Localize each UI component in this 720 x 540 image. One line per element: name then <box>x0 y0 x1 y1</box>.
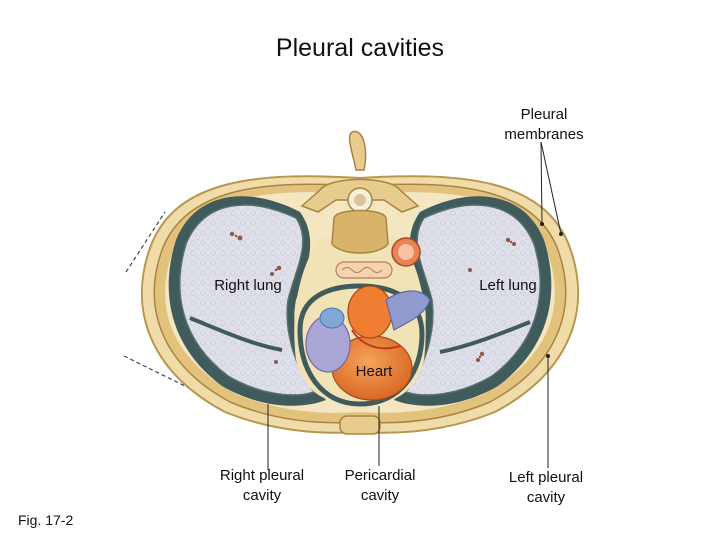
label-pleural-membranes: Pleural membranes <box>504 106 584 143</box>
pericardium <box>297 283 425 407</box>
leader-pleural-membranes-1 <box>540 141 543 225</box>
label-right-lung: Right lung <box>214 277 282 294</box>
label-left-pleural-cavity: Left pleural cavity <box>508 469 584 506</box>
right-lung <box>179 204 316 396</box>
leader-pleural-membranes-2 <box>540 141 562 235</box>
diagram-title: Pleural cavities <box>275 34 445 62</box>
label-pericardial-cavity: Pericardial cavity <box>344 467 416 504</box>
vertebra-spinous <box>348 130 367 171</box>
body-outline-dashed <box>125 211 166 273</box>
figure-label: Fig. 17-2 <box>18 512 74 528</box>
aorta <box>347 285 393 339</box>
left-lung <box>404 204 541 396</box>
pulmonary-trunk <box>385 290 431 331</box>
label-right-pleural-cavity: Right pleural cavity <box>219 467 305 504</box>
vertebra-body <box>331 209 389 254</box>
sternum <box>339 415 381 435</box>
label-heart: Heart <box>355 363 393 380</box>
label-left-lung: Left lung <box>479 277 537 294</box>
